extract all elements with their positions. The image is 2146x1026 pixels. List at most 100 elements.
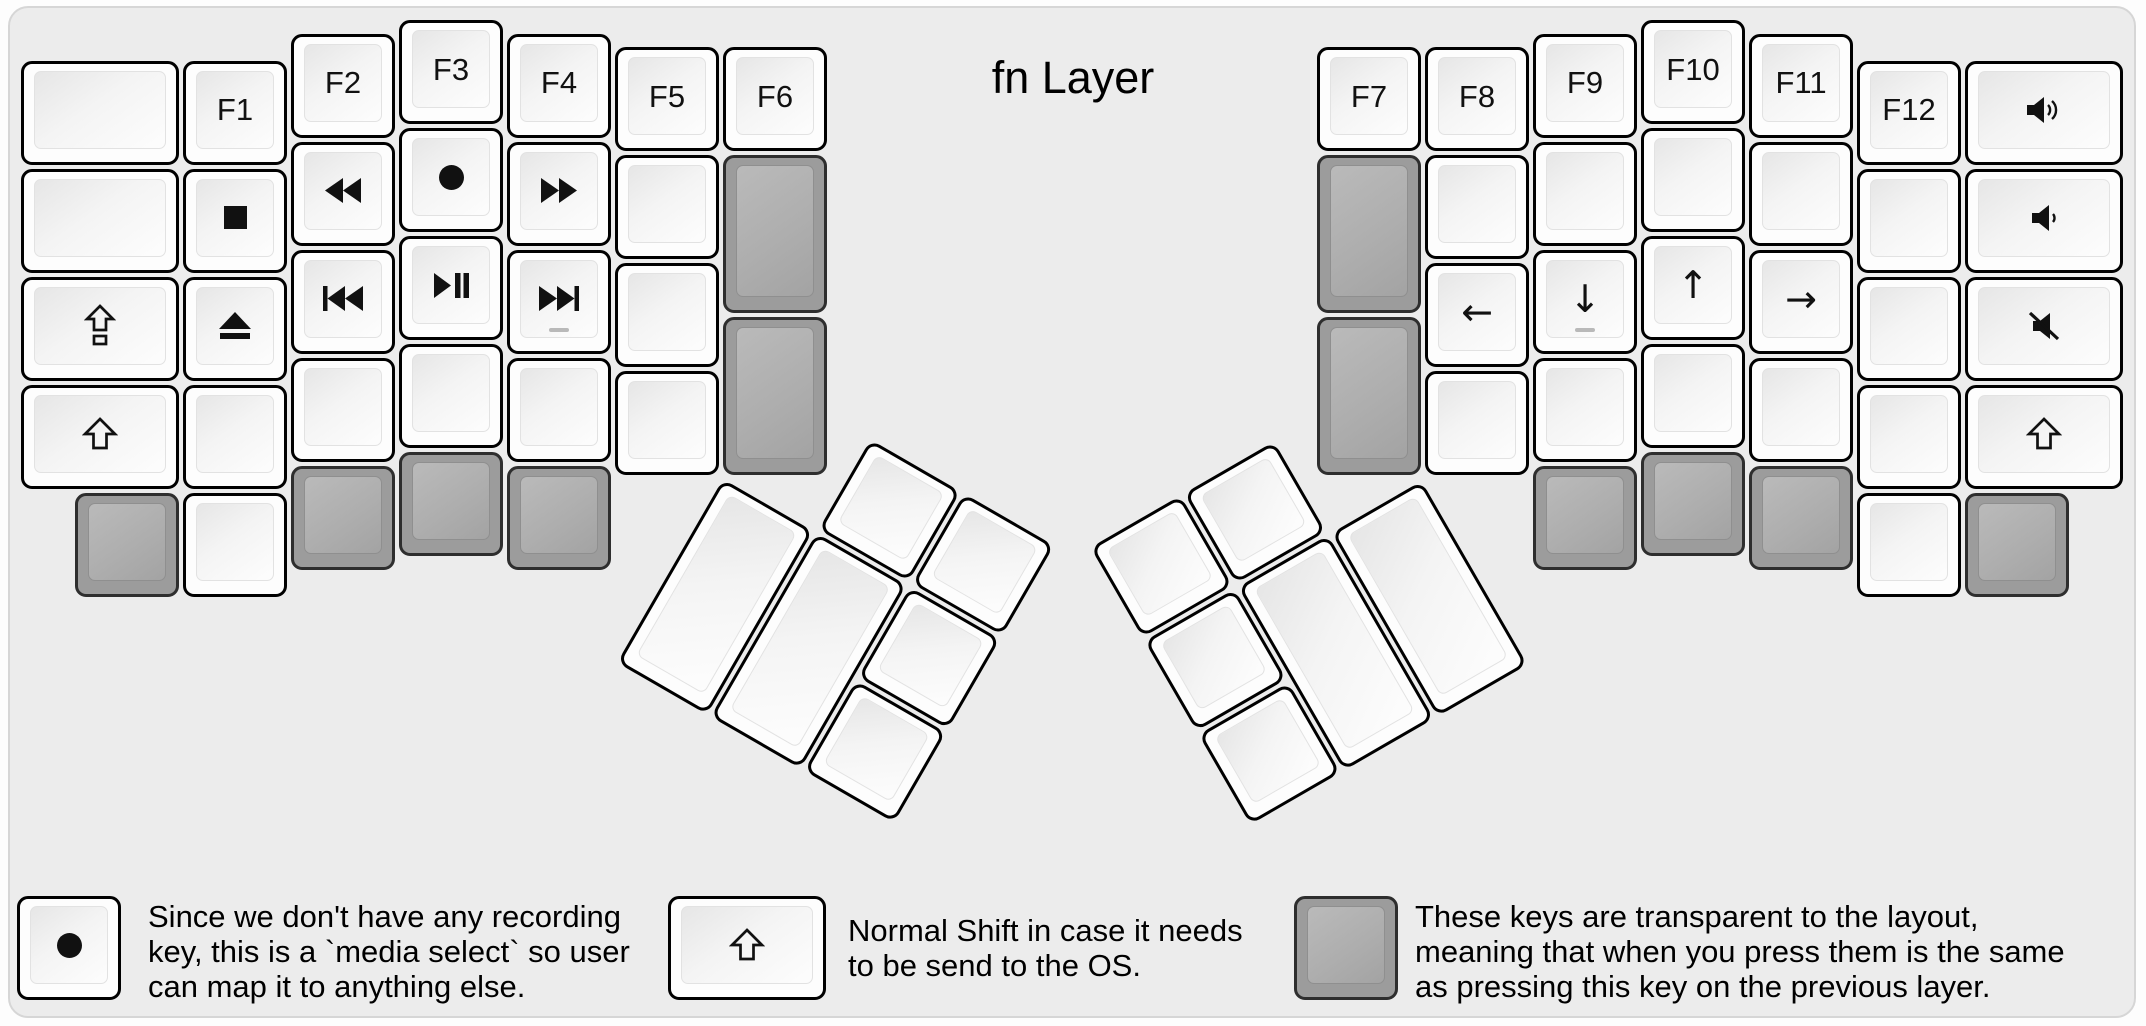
key-blank-r-c2r2[interactable] [1749, 141, 1853, 246]
key-label: F3 [432, 51, 470, 87]
key-mute[interactable] [1965, 276, 2123, 381]
keytop [1330, 165, 1408, 297]
key-transparent-l-b1[interactable] [75, 492, 179, 597]
key-blank-l-b2[interactable] [183, 492, 287, 597]
key-label: F1 [216, 92, 254, 127]
key-f11[interactable]: F11 [1749, 33, 1853, 138]
key-blank-r-c1r3[interactable] [1857, 276, 1961, 381]
arrow-right-icon: → [1785, 276, 1817, 321]
key-arrow-right[interactable]: → [1749, 249, 1853, 354]
key-shift-left[interactable] [21, 384, 179, 489]
key-f10[interactable]: F10 [1641, 20, 1745, 124]
key-blank-r-c1r4[interactable] [1857, 384, 1961, 489]
key-eject[interactable] [183, 276, 287, 381]
key-blank-r-c3r4[interactable] [1641, 344, 1745, 448]
key-next-track[interactable] [507, 249, 611, 354]
key-prev-track[interactable] [291, 249, 395, 354]
key-caps-lock[interactable] [21, 276, 179, 381]
key-label: F10 [1666, 51, 1720, 87]
key-blank-l-c0r2[interactable] [21, 168, 179, 273]
keytop [1870, 286, 1948, 365]
key-transparent-r-b1[interactable] [1533, 465, 1637, 570]
keytop [304, 475, 382, 554]
key-f1[interactable]: F1 [183, 60, 287, 165]
keytop: ↓ [1546, 259, 1624, 338]
eject-icon [219, 312, 251, 339]
homing-bar [1575, 327, 1595, 332]
key-blank-r-c2r4[interactable] [1749, 357, 1853, 462]
key-fast-forward[interactable] [507, 141, 611, 246]
key-f2[interactable]: F2 [291, 33, 395, 138]
key-f7[interactable]: F7 [1317, 47, 1421, 151]
key-stop[interactable] [183, 168, 287, 273]
key-transparent-l-inner2[interactable] [723, 317, 827, 475]
key-blank-l-c3r4[interactable] [399, 344, 503, 448]
keytop [1438, 381, 1516, 459]
keytop [520, 259, 598, 338]
keytop [1654, 462, 1732, 540]
key-transparent-r-inner1[interactable] [1317, 155, 1421, 313]
key-blank-l-c5r4[interactable] [615, 371, 719, 475]
key-blank-r-c4r2[interactable] [1533, 141, 1637, 246]
key-f5[interactable]: F5 [615, 47, 719, 151]
key-transparent-l-b5[interactable] [507, 465, 611, 570]
keytop: F10 [1654, 30, 1732, 108]
key-f4[interactable]: F4 [507, 33, 611, 138]
keytop [304, 151, 382, 230]
key-blank-l-c5r3[interactable] [615, 263, 719, 367]
key-transparent-r-b3[interactable] [1749, 465, 1853, 570]
keytop [196, 178, 274, 257]
key-play-pause[interactable] [399, 236, 503, 340]
keytop [520, 151, 598, 230]
key-transparent-r-inner2[interactable] [1317, 317, 1421, 475]
key-blank-r-c5r2[interactable] [1425, 155, 1529, 259]
keytop [520, 367, 598, 446]
key-f3[interactable]: F3 [399, 20, 503, 124]
keytop [1438, 165, 1516, 243]
key-blank-l-c2r4[interactable] [291, 357, 395, 462]
key-transparent-l-b3[interactable] [291, 465, 395, 570]
key-arrow-down[interactable]: ↓ [1533, 249, 1637, 354]
key-volume-down[interactable] [1965, 168, 2123, 273]
key-shift-right[interactable] [1965, 384, 2123, 489]
keytop [628, 381, 706, 459]
next-track-icon [539, 286, 579, 311]
volume-down-icon [2027, 203, 2061, 233]
key-transparent-r-b2[interactable] [1641, 452, 1745, 556]
key-arrow-up[interactable]: ↑ [1641, 236, 1745, 340]
key-blank-r-c4r4[interactable] [1533, 357, 1637, 462]
key-transparent-r-b5[interactable] [1965, 492, 2069, 597]
legend-normal-shift: Normal Shift in case it needs to be send… [668, 896, 1428, 1024]
key-f9[interactable]: F9 [1533, 33, 1637, 138]
key-blank-l-c1r4[interactable] [183, 384, 287, 489]
key-media-select[interactable] [399, 128, 503, 232]
key-blank-r-c1r2[interactable] [1857, 168, 1961, 273]
key-transparent-l-inner1[interactable] [723, 155, 827, 313]
keytop [34, 178, 166, 257]
key-volume-up[interactable] [1965, 60, 2123, 165]
key-rewind[interactable] [291, 141, 395, 246]
key-blank-l-c0r1[interactable] [21, 60, 179, 165]
key-transparent-l-b4[interactable] [399, 452, 503, 556]
key-legend-shift-key[interactable] [668, 896, 826, 1000]
key-blank-l-c4r4[interactable] [507, 357, 611, 462]
key-blank-l-c5r2[interactable] [615, 155, 719, 259]
keytop: F8 [1438, 57, 1516, 135]
mute-icon [2027, 310, 2061, 342]
key-arrow-left[interactable]: ← [1425, 263, 1529, 367]
key-f6[interactable]: F6 [723, 47, 827, 151]
shift-icon [2026, 416, 2062, 452]
key-blank-r-c3r2[interactable] [1641, 128, 1745, 232]
legend-media-select-text: Since we don't have any recording key, t… [148, 899, 630, 1004]
key-label: F8 [1458, 78, 1496, 114]
key-legend-transparent-key[interactable] [1294, 896, 1398, 1000]
key-legend-media-select-key[interactable] [17, 896, 121, 1000]
arrow-up-icon: ↑ [1677, 263, 1709, 307]
key-f8[interactable]: F8 [1425, 47, 1529, 151]
key-f12[interactable]: F12 [1857, 60, 1961, 165]
key-blank-r-b4[interactable] [1857, 492, 1961, 597]
keytop: F1 [196, 70, 274, 149]
legend-transparent-keys: These keys are transparent to the layout… [1294, 896, 2065, 1024]
key-blank-r-c5r4[interactable] [1425, 371, 1529, 475]
record-icon [56, 932, 82, 958]
